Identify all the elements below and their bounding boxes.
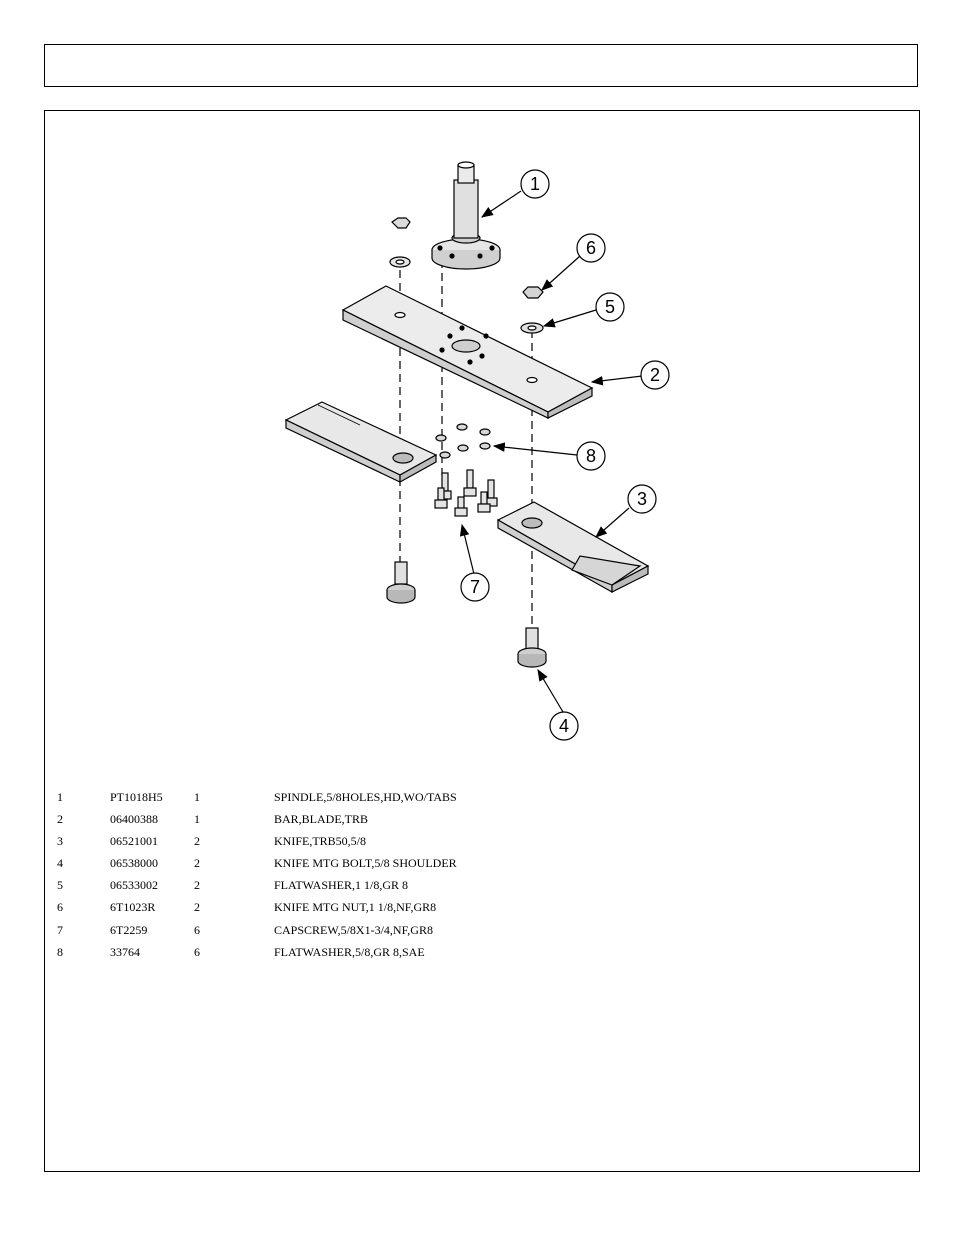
description: FLATWASHER,5/8,GR 8,SAE [274,944,425,959]
part-number: 06533002 [110,878,158,893]
quantity: 2 [194,900,200,915]
parts-row: 1 PT1018H5 1 SPINDLE,5/8HOLES,HD,WO/TABS [57,790,757,812]
leader-7 [459,523,475,575]
leader-6 [541,255,581,291]
callout-label-2: 2 [650,365,660,385]
parts-row: 6 6T1023R 2 KNIFE MTG NUT,1 1/8,NF,GR8 [57,900,757,922]
item-number: 4 [57,856,63,871]
part-number: 6T1023R [110,900,156,915]
callout-circle-5 [595,292,625,322]
blade-bar-part [341,285,594,419]
capscrew-set-7 [434,469,498,517]
parts-row: 8 33764 6 FLATWASHER,5/8,GR 8,SAE [57,945,757,967]
item-number: 6 [57,900,63,915]
quantity: 2 [194,834,200,849]
leader-8 [492,442,578,456]
quantity: 6 [194,922,200,937]
leader-2 [590,375,643,386]
parts-row: 5 06533002 2 FLATWASHER,1 1/8,GR 8 [57,878,757,900]
item-number: 8 [57,944,63,959]
callout-circle-2 [640,360,670,390]
callout-circle-8 [576,441,606,471]
description: KNIFE MTG BOLT,5/8 SHOULDER [274,856,457,871]
callout-label-1: 1 [530,174,540,194]
page-header-box [44,44,918,87]
content-frame [44,110,920,1172]
description: KNIFE,TRB50,5/8 [274,834,367,849]
quantity: 2 [194,856,200,871]
part-number: 06538000 [110,856,158,871]
part-number: 06400388 [110,812,158,827]
leader-1 [481,190,522,218]
item-number: 3 [57,834,63,849]
description: FLATWASHER,1 1/8,GR 8 [274,878,409,893]
callout-label-5: 5 [605,297,615,317]
callout-circle-7 [460,572,490,602]
callout-label-8: 8 [586,446,596,466]
exploded-parts-diagram: 1 2 3 4 5 6 7 8 [284,161,670,741]
quantity: 1 [194,790,200,804]
leader-4 [537,668,564,713]
item-number: 5 [57,878,63,893]
description: KNIFE MTG NUT,1 1/8,NF,GR8 [274,900,437,915]
callout-circle-6 [576,233,606,263]
parts-list: 1 PT1018H5 1 SPINDLE,5/8HOLES,HD,WO/TABS… [57,790,757,967]
parts-row: 3 06521001 2 KNIFE,TRB50,5/8 [57,834,757,856]
knife-bolt-right [517,627,547,668]
quantity: 6 [194,944,200,959]
leader-3 [595,507,630,538]
spindle-part [431,161,501,270]
parts-row: 7 6T2259 6 CAPSCREW,5/8X1-3/4,NF,GR8 [57,923,757,945]
part-number: 06521001 [110,834,158,849]
callout-label-6: 6 [586,238,596,258]
knife-right [496,501,650,594]
nut-right [522,286,544,299]
description: SPINDLE,5/8HOLES,HD,WO/TABS [274,790,457,804]
quantity: 2 [194,878,200,893]
knife-bolt-left [386,561,416,604]
item-number: 7 [57,922,63,937]
quantity: 1 [194,812,200,827]
callout-label-3: 3 [637,489,647,509]
callout-circle-3 [627,484,657,514]
callout-circle-4 [549,711,579,741]
part-number: 6T2259 [110,922,148,937]
washer-set-8 [435,423,491,459]
parts-row: 4 06538000 2 KNIFE MTG BOLT,5/8 SHOULDER [57,856,757,878]
parts-row: 2 06400388 1 BAR,BLADE,TRB [57,812,757,834]
item-number: 1 [57,790,63,804]
callout-label-4: 4 [559,716,569,736]
part-number: PT1018H5 [110,790,163,804]
leader-5 [542,309,597,328]
callout-circle-1 [520,169,550,199]
nut-left [391,217,411,229]
description: CAPSCREW,5/8X1-3/4,NF,GR8 [274,922,433,937]
knife-left [284,401,438,484]
description: BAR,BLADE,TRB [274,812,369,827]
item-number: 2 [57,812,63,827]
part-number: 33764 [110,944,140,959]
callout-label-7: 7 [470,577,480,597]
